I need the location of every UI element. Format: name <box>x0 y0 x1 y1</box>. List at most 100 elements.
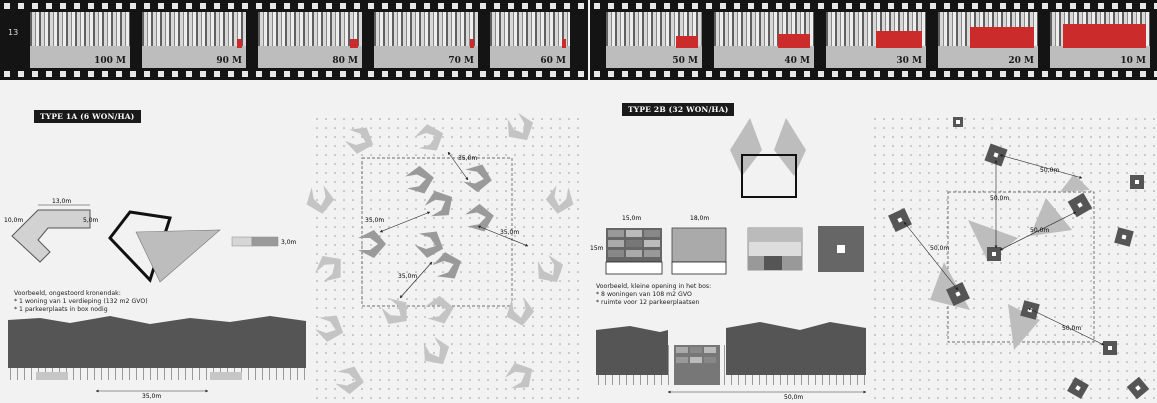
house-symbol <box>306 185 335 214</box>
clearing-fill <box>350 38 358 48</box>
house-symbol <box>315 255 341 282</box>
film-frame: 100 M <box>30 12 130 68</box>
desc-line: * 1 woning van 1 verdieping (132 m2 GVO) <box>14 298 148 305</box>
house-l-plan <box>11 209 91 263</box>
dim-label: 15,0m <box>622 215 641 222</box>
dim-label: 50,0m <box>1040 167 1059 174</box>
dim-label: 18,0m <box>690 215 709 222</box>
dim-label: 15m <box>590 245 604 252</box>
house-symbol <box>432 252 462 279</box>
dim-label: 3,0m <box>281 239 297 246</box>
clearing-fill <box>969 27 1034 48</box>
distance-label: 30 M <box>896 56 922 66</box>
apartment-block <box>1126 376 1150 400</box>
distance-label: 20 M <box>1008 56 1034 66</box>
dim-label: 35,0m <box>365 217 384 224</box>
tree-shadow <box>1060 174 1090 192</box>
distance-label: 40 M <box>784 56 810 66</box>
house-symbol <box>537 254 564 283</box>
section-a <box>8 316 306 380</box>
distance-arrow <box>903 221 959 291</box>
tree-shadow <box>1008 304 1040 350</box>
film-frame: 20 M <box>938 12 1038 68</box>
dim-label: 50,0m <box>784 394 803 401</box>
apartment-block <box>987 247 1001 261</box>
house-symbol <box>358 230 386 258</box>
house-symbol <box>314 315 344 342</box>
film-frame: 60 M <box>490 12 570 68</box>
film-frame: 90 M <box>142 12 246 68</box>
house-symbol <box>507 112 534 141</box>
block-type-1 <box>605 228 663 275</box>
dim-label: 50,0m <box>1062 325 1081 332</box>
house-symbol <box>506 297 535 326</box>
house-symbol <box>465 203 494 232</box>
house-symbol <box>381 298 407 325</box>
dim-label: 35,0m <box>142 393 161 400</box>
dim-label: 5,0m <box>83 217 99 224</box>
clearing-fill <box>1063 23 1146 48</box>
type-1a-title: TYPE 1A (6 WON/HA) <box>34 110 141 123</box>
house-symbol <box>424 190 453 217</box>
house-symbol <box>414 231 444 258</box>
distance-label: 80 M <box>332 56 358 66</box>
desc-line: Voorbeeld, kleine opening in het bos: <box>596 283 712 290</box>
dim-label: 35,0m <box>398 273 417 280</box>
distance-label: 50 M <box>672 56 698 66</box>
desc-line: * 1 parkeerplaats in box nodig <box>14 306 108 313</box>
film-frame: 10 M <box>1050 12 1150 68</box>
house-shadow <box>135 229 221 283</box>
section-b <box>596 322 866 385</box>
clearing-fill <box>237 39 242 48</box>
apartment-block <box>1103 341 1117 355</box>
clearing-fill <box>676 35 698 48</box>
opening-sketch <box>730 118 806 198</box>
apartment-block <box>953 117 963 127</box>
distance-label: 90 M <box>216 56 242 66</box>
distance-arrow <box>447 151 469 181</box>
apartment-block <box>1067 377 1089 399</box>
dim-label: 50,0m <box>930 245 949 252</box>
plan-a-houses <box>306 112 574 395</box>
film-frame: 50 M <box>606 12 702 68</box>
house-symbol <box>335 366 364 395</box>
dim-label: 10,0m <box>4 217 23 224</box>
house-symbol <box>463 164 492 193</box>
desc-line: * ruimte voor 12 parkeerplaatsen <box>596 299 700 306</box>
clearing-fill <box>561 38 566 48</box>
tree-shadow <box>968 220 1018 262</box>
block-type-2 <box>671 227 727 263</box>
block-parking <box>671 261 727 275</box>
distance-label: 10 M <box>1120 56 1146 66</box>
film-strip-right: 16 50 M40 M30 M20 M10 M <box>590 0 1157 80</box>
film-frame: 30 M <box>826 12 926 68</box>
clearing-fill <box>876 31 922 48</box>
type-1a-description: Voorbeeld, ongestoord kronendak: * 1 won… <box>14 290 148 314</box>
house-symbol <box>414 124 444 151</box>
block-courtyard <box>837 245 845 253</box>
house-symbol <box>545 185 574 214</box>
distance-arrow <box>477 225 529 247</box>
type-2b-description: Voorbeeld, kleine opening in het bos: * … <box>596 283 711 307</box>
dim-label: 13,0m <box>52 198 71 205</box>
apartment-block <box>1114 227 1134 247</box>
film-frame: 40 M <box>714 12 814 68</box>
clearing-fill <box>470 39 474 48</box>
page-number-left: 13 <box>8 28 19 37</box>
distance-label: 100 M <box>94 56 126 66</box>
dim-label: 50,0m <box>1030 227 1049 234</box>
house-outline <box>108 210 172 283</box>
desc-line: * 8 woningen van 108 m2 GVO <box>596 291 692 298</box>
block-type-3 <box>747 227 803 271</box>
dim-label: 35,0m <box>500 229 519 236</box>
plan-b-site <box>872 118 1157 403</box>
type-2b-title: TYPE 2B (32 WON/HA) <box>622 103 735 116</box>
distance-label: 60 M <box>540 56 566 66</box>
house-symbol <box>423 336 450 365</box>
dim-label: 35,0m <box>458 155 477 162</box>
distance-arrow <box>999 211 1077 251</box>
clearing-fill <box>777 33 810 48</box>
apartment-block <box>1130 175 1144 189</box>
